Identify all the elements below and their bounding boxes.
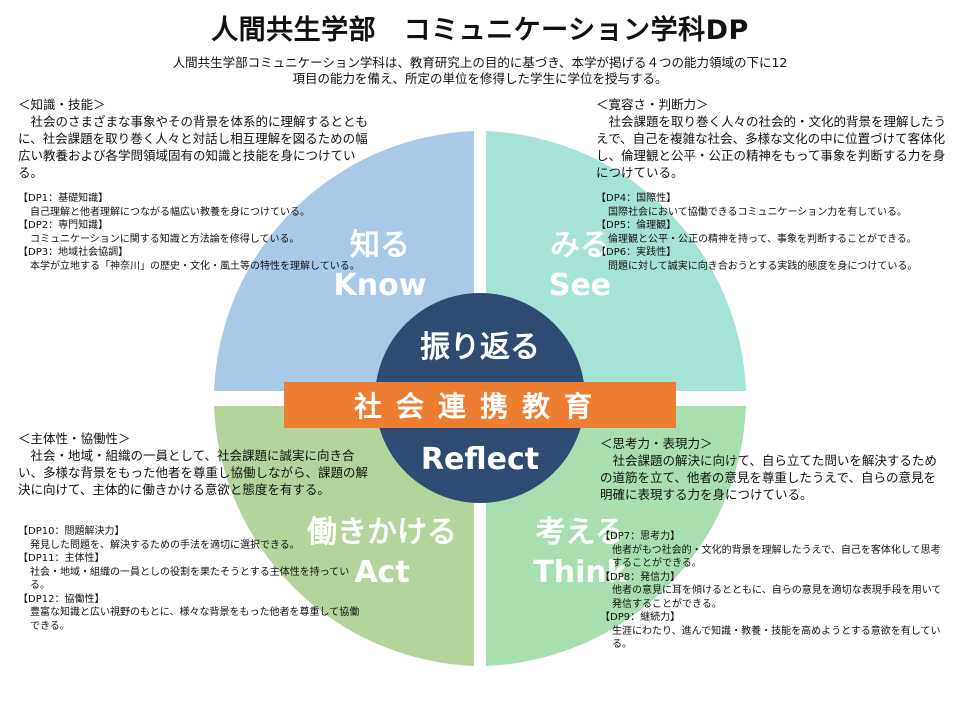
- dp-list-thinking: 【DP7：思考力】 他者がもつ社会的・文化的背景を理解したうえで、自己を客体化し…: [600, 530, 946, 652]
- dp-text: 倫理観と公平・公正の精神を持って、事象を判断することができる。: [608, 233, 917, 245]
- block-thinking-expression: ＜思考力・表現力＞ 社会課題の解決に向けて、自ら立てた問いを解決するための道筋を…: [600, 435, 946, 503]
- reflect-en: Reflect: [420, 442, 540, 477]
- dp-text: 生涯にわたり、進んで知識・教養・技能を高めようとする意欲を有している。: [612, 625, 941, 651]
- dp-label: 【DP5：倫理観】: [596, 220, 677, 231]
- intro-text: 人間共生学部コミュニケーション学科は、教育研究上の目的に基づき、本学が掲げる４つ…: [172, 55, 788, 86]
- dp-list-tolerance: 【DP4：国際性】 国際社会において協働できるコミュニケーション力を有している。…: [596, 192, 948, 273]
- dp-label: 【DP7：思考力】: [600, 531, 681, 542]
- dp-list-knowledge: 【DP1：基礎知識】 自己理解と他者理解につながる幅広い教養を身につけている。 …: [18, 192, 362, 273]
- dp-label: 【DP9：継続力】: [600, 612, 681, 623]
- quadrant-see-label: みる See: [500, 226, 660, 306]
- dp-text: 本学が立地する「神奈川」の歴史・文化・風土等の特性を理解している。: [30, 260, 360, 272]
- block-autonomy-cooperation: ＜主体性・協働性＞ 社会・地域・組織の一員として、社会課題に誠実に向き合い、多様…: [18, 430, 370, 498]
- dp-label: 【DP2：専門知識】: [18, 220, 109, 231]
- dp-text: 豊富な知識と広い視野のもとに、様々な背景をもった他者を尊重して協働できる。: [30, 607, 360, 632]
- quadrant-know-label: 知る Know: [300, 226, 460, 306]
- block-body: 社会のさまざまな事象やその背景を体系的に理解するとともに、社会課題を取り巻く人々…: [18, 114, 369, 180]
- act-en: Act: [354, 555, 410, 590]
- dp-label: 【DP10：問題解決力】: [18, 526, 125, 537]
- dp-text: 自己理解と他者理解につながる幅広い教養を身につけている。: [30, 206, 310, 218]
- quadrant-think-label: 考える Think: [500, 513, 660, 593]
- know-en: Know: [333, 268, 427, 303]
- dp-label: 【DP8：発信力】: [600, 571, 681, 583]
- dp-label: 【DP11：主体性】: [18, 553, 105, 564]
- know-jp: 知る: [350, 228, 410, 263]
- dp-list-autonomy: 【DP10：問題解決力】 発見した問題を、解決するための手法を適切に選択できる。…: [18, 525, 366, 633]
- dp-label: 【DP4：国際性】: [596, 193, 677, 204]
- dp-text: 他者の意見に耳を傾けるとともに、自らの意見を適切な表現手段を用いて発信することが…: [612, 585, 942, 610]
- block-tolerance-judgment: ＜寛容さ・判断力＞ 社会課題を取り巻く人々の社会的・文化的背景を理解したうえで、…: [596, 96, 948, 181]
- dp-text: 社会・地域・組織の一員としの役割を果たそうとする主体性を持っている。: [30, 566, 350, 592]
- block-heading: ＜寛容さ・判断力＞: [596, 97, 709, 112]
- think-jp: 考える: [535, 515, 625, 550]
- dp-label: 【DP12：協働性】: [18, 593, 105, 605]
- quadrant-act-label: 働きかける Act: [282, 513, 482, 593]
- dp-text: 発見した問題を、解決するための手法を適切に選択できる。: [30, 539, 300, 551]
- act-jp: 働きかける: [307, 515, 457, 550]
- think-en: Think: [533, 555, 627, 590]
- dp-label: 【DP1：基礎知識】: [18, 193, 109, 204]
- dp-text: 問題に対して誠実に向き合おうとする実践的態度を身につけている。: [608, 260, 918, 272]
- block-heading: ＜思考力・表現力＞: [600, 436, 713, 451]
- dp-label: 【DP6：実践性】: [596, 247, 677, 258]
- see-jp: みる: [550, 228, 610, 263]
- see-en: See: [548, 268, 612, 303]
- block-heading: ＜主体性・協働性＞: [18, 431, 131, 446]
- dp-text: 他者がもつ社会的・文化的背景を理解したうえで、自己を客体化して思考することができ…: [612, 544, 941, 570]
- dp-label: 【DP3：地域社会協調】: [18, 247, 129, 258]
- block-heading: ＜知識・技能＞: [18, 97, 106, 112]
- dp-text: 国際社会において協働できるコミュニケーション力を有している。: [608, 206, 907, 218]
- social-collaboration-banner: 社会連携教育: [284, 382, 676, 428]
- block-body: 社会・地域・組織の一員として、社会課題に誠実に向き合い、多様な背景をもった他者を…: [18, 448, 369, 497]
- dp-text: コミュニケーションに関する知識と方法論を修得している。: [30, 233, 300, 245]
- block-body: 社会課題を取り巻く人々の社会的・文化的背景を理解したうえで、自己を複雑な社会、多…: [596, 114, 947, 180]
- block-body: 社会課題の解決に向けて、自ら立てた問いを解決するための道筋を立て、他者の意見を尊…: [600, 453, 937, 502]
- block-knowledge-skills: ＜知識・技能＞ 社会のさまざまな事象やその背景を体系的に理解するとともに、社会課…: [18, 96, 370, 181]
- reflect-jp: 振り返る: [420, 330, 540, 365]
- page-title: 人間共生学部 コミュニケーション学科DP: [211, 15, 749, 46]
